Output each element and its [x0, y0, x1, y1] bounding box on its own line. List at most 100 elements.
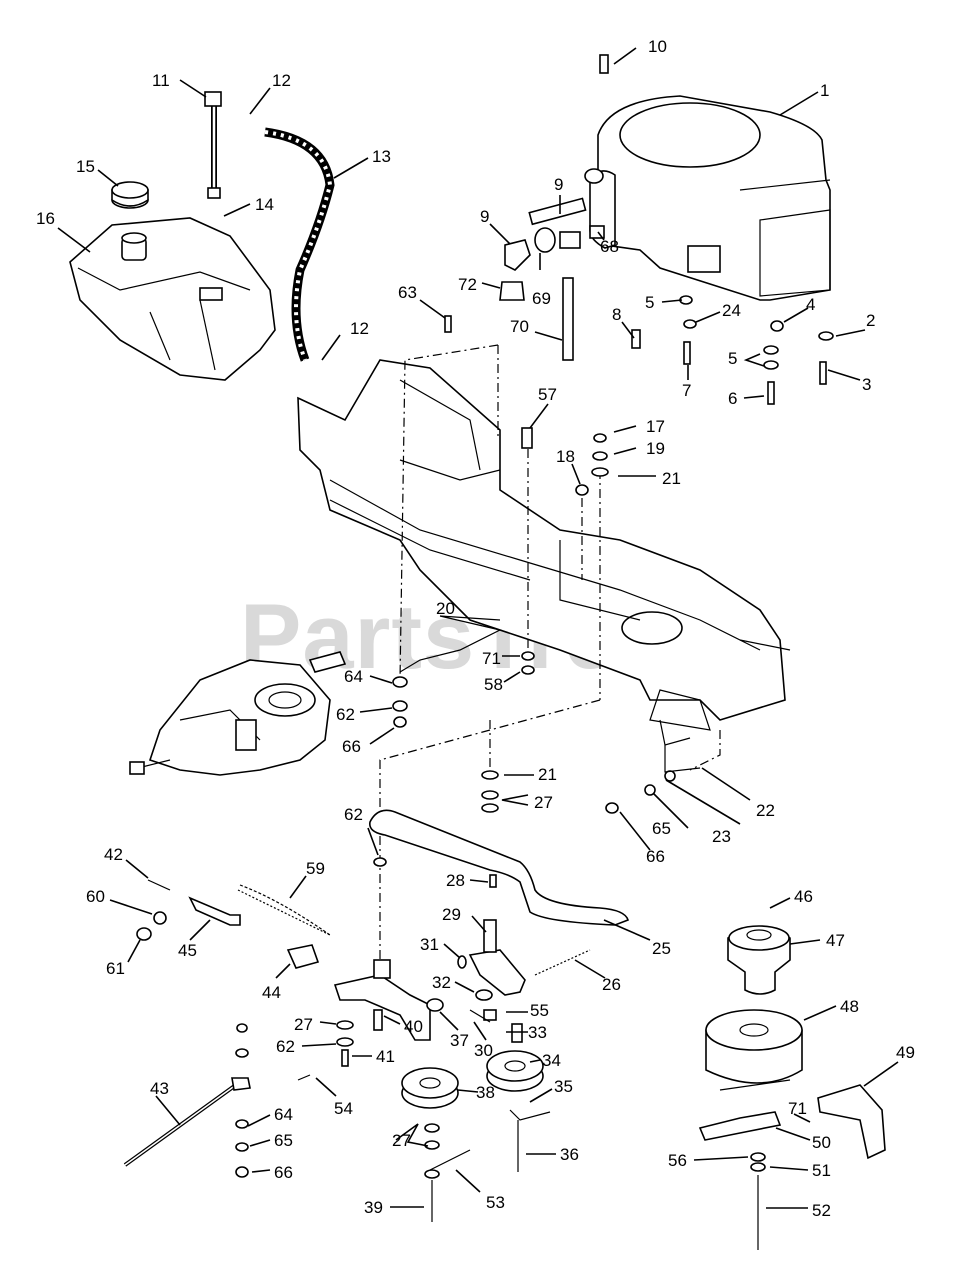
- callout-label: 27: [294, 1015, 313, 1034]
- callout-label: 45: [178, 941, 197, 960]
- callout-label: 63: [398, 283, 417, 302]
- callout-label: 9: [554, 175, 563, 194]
- callout-label: 36: [560, 1145, 579, 1164]
- callout-label: 35: [554, 1077, 573, 1096]
- callout-labels: 1 2 3 4 5 5 6 7 8 9 9 10 11 12 12 13 14 …: [36, 37, 915, 1220]
- callout-label: 30: [474, 1041, 493, 1060]
- callout-label: 66: [274, 1163, 293, 1182]
- callout-label: 23: [712, 827, 731, 846]
- callout-label: 16: [36, 209, 55, 228]
- callout-label: 7: [682, 381, 691, 400]
- callout-label: 31: [420, 935, 439, 954]
- callout-label: 39: [364, 1198, 383, 1217]
- callout-label: 15: [76, 157, 95, 176]
- callout-label: 8: [612, 305, 621, 324]
- callout-label: 5: [645, 293, 654, 312]
- callout-label: 34: [542, 1051, 561, 1070]
- chassis-frame: [297, 359, 791, 731]
- callout-label: 59: [306, 859, 325, 878]
- assembly-lines: [379, 344, 721, 960]
- callout-label: 71: [788, 1099, 807, 1118]
- callout-label: 66: [342, 737, 361, 756]
- callout-label: 17: [646, 417, 665, 436]
- leader-lines: [57, 47, 899, 1209]
- callout-label: 33: [528, 1023, 547, 1042]
- idler-pulleys: [401, 1023, 544, 1222]
- transaxle: [129, 651, 347, 776]
- callout-label: 40: [404, 1017, 423, 1036]
- callout-label: 11: [152, 71, 170, 90]
- callout-label: 64: [344, 667, 363, 686]
- callout-label: 4: [806, 295, 815, 314]
- callout-label: 53: [486, 1193, 505, 1212]
- callout-label: 65: [274, 1131, 293, 1150]
- callout-label: 56: [668, 1151, 687, 1170]
- callout-label: 41: [376, 1047, 395, 1066]
- callout-label: 21: [662, 469, 681, 488]
- callout-label: 43: [150, 1079, 169, 1098]
- fuel-tank: [69, 217, 276, 381]
- callout-label: 27: [534, 793, 553, 812]
- callout-label: 46: [794, 887, 813, 906]
- callout-label: 20: [436, 599, 455, 618]
- callout-label: 12: [350, 319, 369, 338]
- callout-label: 49: [896, 1043, 915, 1062]
- callout-label: 50: [812, 1133, 831, 1152]
- callout-label: 54: [334, 1099, 353, 1118]
- callout-label: 69: [532, 289, 551, 308]
- callout-label: 42: [104, 845, 123, 864]
- callout-label: 55: [530, 1001, 549, 1020]
- callout-label: 52: [812, 1201, 831, 1220]
- clutch-bracket: [817, 1084, 886, 1160]
- callout-label: 48: [840, 997, 859, 1016]
- fuel-cap: [111, 181, 149, 209]
- callout-label: 26: [602, 975, 621, 994]
- callout-label: 38: [476, 1083, 495, 1102]
- callout-label: 44: [262, 983, 281, 1002]
- callout-label: 61: [106, 959, 125, 978]
- callout-label: 28: [446, 871, 465, 890]
- callout-label: 13: [372, 147, 391, 166]
- callout-label: 19: [646, 439, 665, 458]
- callout-label: 1: [820, 81, 829, 100]
- callout-label: 18: [556, 447, 575, 466]
- callout-label: 3: [862, 375, 871, 394]
- callout-label: 70: [510, 317, 529, 336]
- callout-label: 64: [274, 1105, 293, 1124]
- callout-label: 24: [722, 301, 741, 320]
- linkages: [123, 615, 691, 1171]
- callout-label: 21: [538, 765, 557, 784]
- callout-label: 6: [728, 389, 737, 408]
- callout-label: 5: [728, 349, 737, 368]
- callout-label: 65: [652, 819, 671, 838]
- callout-label: 47: [826, 931, 845, 950]
- idler-bracket: [237, 889, 591, 1041]
- drive-belt: [368, 809, 629, 926]
- callout-label: 51: [812, 1161, 831, 1180]
- callout-label: 27: [392, 1131, 411, 1150]
- callout-label: 12: [272, 71, 291, 90]
- callout-label: 62: [276, 1037, 295, 1056]
- callout-label: 2: [866, 311, 875, 330]
- pto-clutch: [705, 925, 803, 1091]
- callout-label: 71: [482, 649, 501, 668]
- callout-label: 58: [484, 675, 503, 694]
- callout-label: 10: [648, 37, 667, 56]
- fuel-hose: [264, 127, 335, 362]
- callout-label: 22: [756, 801, 775, 820]
- callout-label: 60: [86, 887, 105, 906]
- callout-label: 62: [336, 705, 355, 724]
- callout-label: 72: [458, 275, 477, 294]
- callout-label: 32: [432, 973, 451, 992]
- callout-label: 37: [450, 1031, 469, 1050]
- callout-label: 9: [480, 207, 489, 226]
- hardware: [136, 54, 834, 1250]
- callout-label: 29: [442, 905, 461, 924]
- engine: [584, 95, 831, 301]
- callout-label: 68: [600, 237, 619, 256]
- callout-label: 14: [255, 195, 274, 214]
- fuel-pickup: [204, 91, 222, 199]
- callout-label: 57: [538, 385, 557, 404]
- clutch-strap: [698, 1111, 782, 1141]
